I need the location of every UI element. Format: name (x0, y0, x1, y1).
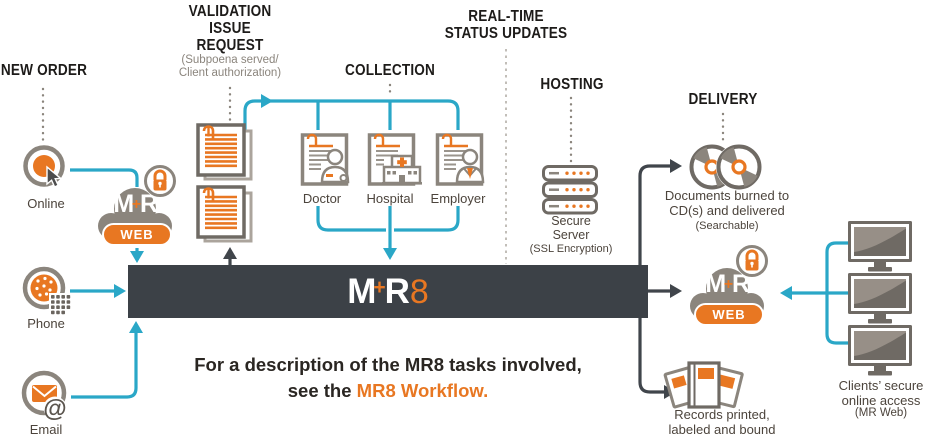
cloud-logo-r: R (140, 190, 158, 218)
document-stack-icon (196, 185, 253, 243)
lock-icon (144, 165, 176, 197)
web-pill: WEB (102, 223, 172, 246)
online-click-icon (23, 145, 65, 188)
secure-server-icon (542, 165, 600, 217)
document-stack-icon (196, 123, 253, 181)
employer-record-icon (434, 130, 490, 190)
secure-server-label: Secure Server (551, 214, 591, 242)
monitor-icon (848, 221, 912, 272)
email-icon: @ (21, 370, 75, 424)
ssl-encryption-label: (SSL Encryption) (529, 243, 613, 255)
footer-note: For a description of the MR8 tasks invol… (88, 352, 688, 404)
phone-label: Phone (27, 316, 65, 331)
records-caption: Records printed, labeled and bound (668, 407, 776, 437)
cd-caption: Documents burned to CD(s) and delivered (664, 188, 790, 218)
dotted-stems (41, 83, 725, 166)
validation-subtitle: (Subpoena served/ Client authorization) (178, 54, 282, 79)
printed-records-icon (662, 350, 746, 416)
bound-records-icon (663, 361, 744, 409)
hospital-record-icon (366, 130, 422, 190)
doctor-record-icon (299, 130, 355, 190)
new-order-header: NEW ORDER (0, 62, 88, 79)
cloud-mr-logo: M+R (684, 272, 770, 297)
client-monitor-icon (848, 325, 914, 377)
client-monitor-icon (848, 221, 914, 273)
cloud-logo-m: M (705, 270, 726, 298)
cd-searchable-label: (Searchable) (695, 220, 759, 232)
teal-arrowheads (114, 94, 792, 333)
dark-flow-lines (228, 164, 670, 394)
mrweb-cloud-left: M+R WEB (92, 164, 178, 248)
footer-line2-prefix: see the (287, 380, 357, 401)
doctor-document-icon (300, 133, 350, 186)
validation-document-icon (194, 122, 258, 184)
cd-icon (689, 144, 762, 190)
footer-line2: see the MR8 Workflow. (88, 378, 688, 404)
cloud-logo-plus-icon: + (723, 276, 734, 293)
cloud-logo-plus-icon: + (131, 196, 142, 213)
hosting-header: HOSTING (540, 76, 604, 93)
server-stack-icon (542, 165, 598, 215)
cloud-mr-logo: M+R (92, 192, 178, 217)
mr8-workflow-link[interactable]: MR8 Workflow. (356, 380, 489, 401)
hospital-label: Hospital (366, 191, 414, 206)
footer-line1: For a description of the MR8 tasks invol… (194, 354, 582, 375)
online-icon (23, 145, 71, 193)
employer-document-icon (435, 133, 485, 186)
mr-web-label: (MR Web) (854, 407, 908, 419)
delivery-header: DELIVERY (688, 91, 758, 108)
employer-label: Employer (430, 191, 486, 206)
lock-icon (736, 245, 768, 277)
mrweb-cloud-right: M+R WEB (684, 244, 770, 328)
monitor-icon (848, 325, 912, 376)
online-label: Online (27, 196, 65, 211)
collection-header: COLLECTION (344, 62, 436, 79)
phone-icon (22, 266, 74, 318)
realtime-status-header: REAL-TIME STATUS UPDATES (444, 8, 568, 42)
mr8-logo-plus-icon: + (373, 276, 386, 299)
mr8-logo-r: R (384, 272, 410, 311)
at-glyph: @ (43, 396, 66, 423)
hospital-document-icon (367, 133, 422, 186)
phone-dial-icon (22, 266, 73, 317)
teal-flow-lines (70, 99, 850, 399)
email-envelope-icon: @ (21, 370, 67, 423)
validation-document-icon (194, 184, 258, 246)
cloud-logo-r: R (732, 270, 750, 298)
mr8-logo-m: M (347, 272, 376, 311)
cloud-logo-m: M (113, 190, 134, 218)
client-monitor-icon (848, 273, 914, 325)
mr8-logo-8: 8 (409, 272, 429, 311)
monitor-icon (848, 273, 912, 324)
clients-access-caption: Clients’ secure online access (838, 378, 924, 408)
validation-issue-request-header: VALIDATION ISSUE REQUEST (188, 3, 272, 54)
doctor-label: Doctor (302, 191, 342, 206)
cd-discs-icon (688, 143, 764, 191)
email-label: Email (29, 422, 63, 437)
web-pill: WEB (694, 303, 764, 326)
